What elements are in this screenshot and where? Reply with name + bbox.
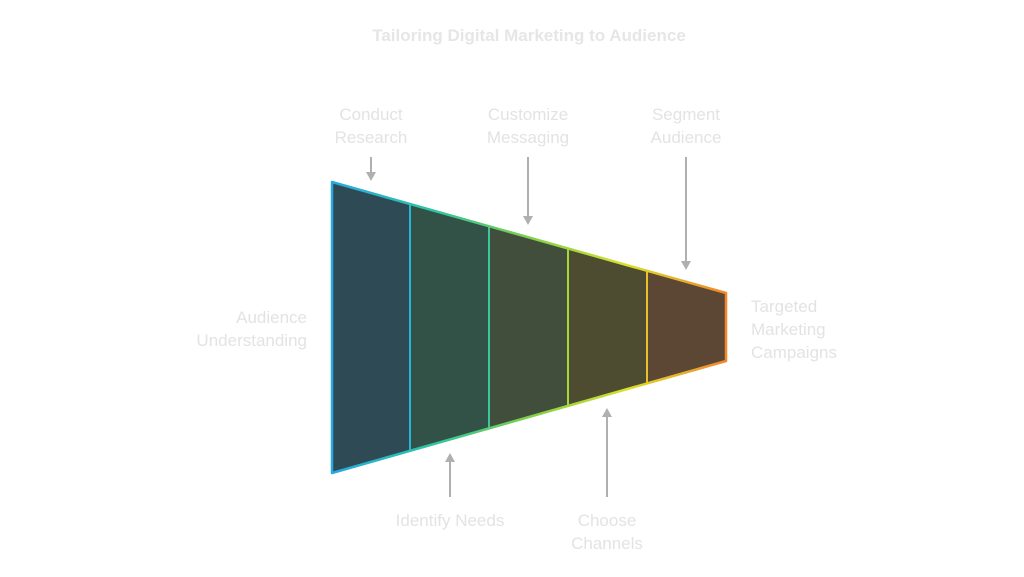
stage-5-arrow-head [681, 261, 691, 270]
output-label-line-2: Marketing [751, 320, 826, 339]
stage-4-label-line-2: Channels [571, 534, 643, 553]
stage-2-annotation: Identify Needs [396, 453, 505, 530]
funnel-outline [330, 180, 728, 475]
funnel-stage-2 [410, 203, 489, 451]
funnel-stage-4 [568, 249, 647, 406]
output-label-line-3: Campaigns [751, 343, 837, 362]
stage-1-arrow-head [366, 172, 376, 181]
stage-1-label-line-2: Research [335, 128, 408, 147]
diagram-title: Tailoring Digital Marketing to Audience [372, 26, 686, 45]
funnel-stage-5 [647, 271, 726, 383]
output-label-line-1: Targeted [751, 297, 817, 316]
stage-4-arrow-head [602, 408, 612, 417]
stage-2-label-line-1: Identify Needs [396, 511, 505, 530]
stage-5-annotation: Segment Audience [651, 105, 722, 270]
stage-4-label-line-1: Choose [578, 511, 637, 530]
stage-5-label-line-2: Audience [651, 128, 722, 147]
stage-4-annotation: Choose Channels [571, 408, 643, 553]
output-label: Targeted Marketing Campaigns [751, 297, 837, 362]
stage-1-label-line-1: Conduct [339, 105, 403, 124]
input-label-line-2: Understanding [196, 331, 307, 350]
funnel-stage-3 [489, 226, 568, 429]
funnel-stage-1 [332, 182, 410, 473]
stage-3-label-line-1: Customize [488, 105, 568, 124]
stage-5-label-line-1: Segment [652, 105, 720, 124]
stage-3-label-line-2: Messaging [487, 128, 569, 147]
funnel [330, 180, 728, 475]
input-label: Audience Understanding [196, 308, 307, 350]
stage-1-annotation: Conduct Research [335, 105, 408, 181]
stage-2-arrow-head [445, 453, 455, 462]
input-label-line-1: Audience [236, 308, 307, 327]
stage-3-arrow-head [523, 216, 533, 225]
stage-3-annotation: Customize Messaging [487, 105, 569, 225]
